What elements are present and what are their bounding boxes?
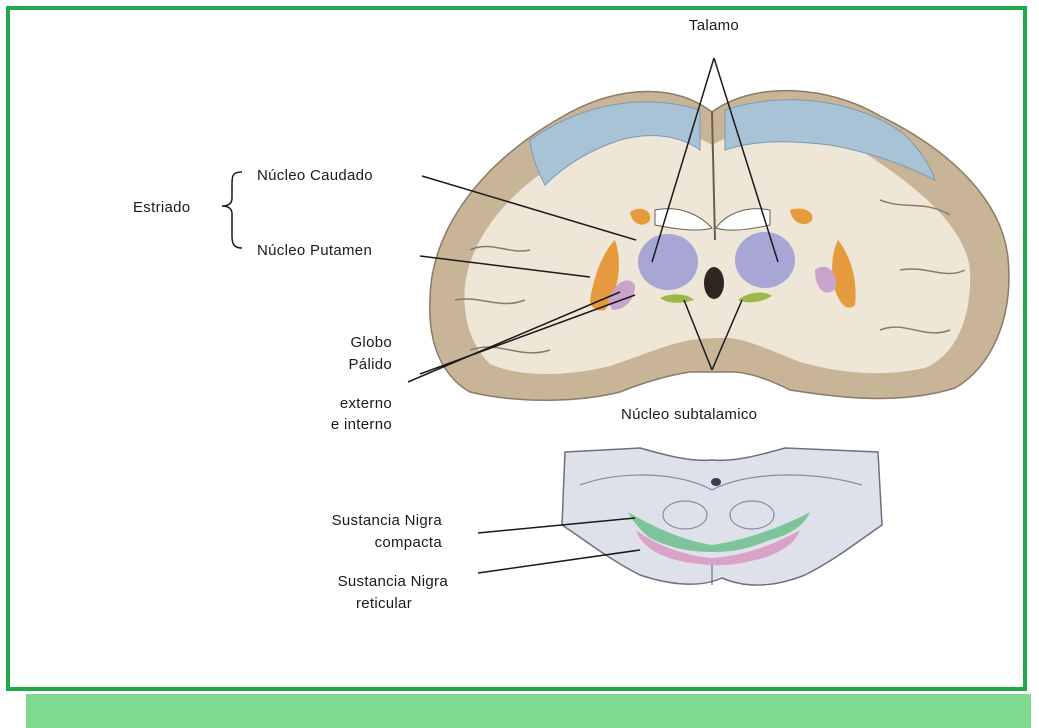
label-estriado: Estriado [133,197,190,218]
third-ventricle [704,267,724,299]
label-externo: externo [300,393,392,414]
thalamus-left [638,234,698,290]
label-palido: Pálido [300,354,392,375]
thalamus-right [735,232,795,288]
label-nucleo-caudado: Núcleo Caudado [257,165,373,186]
midbrain-section [562,448,882,585]
label-globo: Globo [300,332,392,353]
label-nucleo-subtalamico: Núcleo subtalamico [621,404,757,425]
label-e-interno: e interno [300,414,392,435]
label-sn-reticular-line2: reticular [250,593,412,614]
estriado-bracket [222,172,242,248]
label-sn-compacta-line1: Sustancia Nigra [250,510,442,531]
label-talamo: Talamo [664,15,764,36]
label-nucleo-putamen: Núcleo Putamen [257,240,372,261]
label-sn-reticular-line1: Sustancia Nigra [250,571,448,592]
label-sn-compacta-line2: compacta [250,532,442,553]
